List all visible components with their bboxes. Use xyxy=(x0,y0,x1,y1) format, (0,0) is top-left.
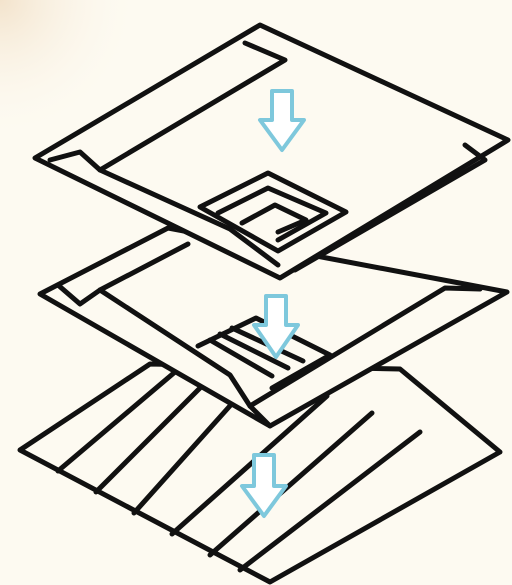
plank-line-2 xyxy=(96,383,205,492)
plank-line-3 xyxy=(134,398,237,513)
